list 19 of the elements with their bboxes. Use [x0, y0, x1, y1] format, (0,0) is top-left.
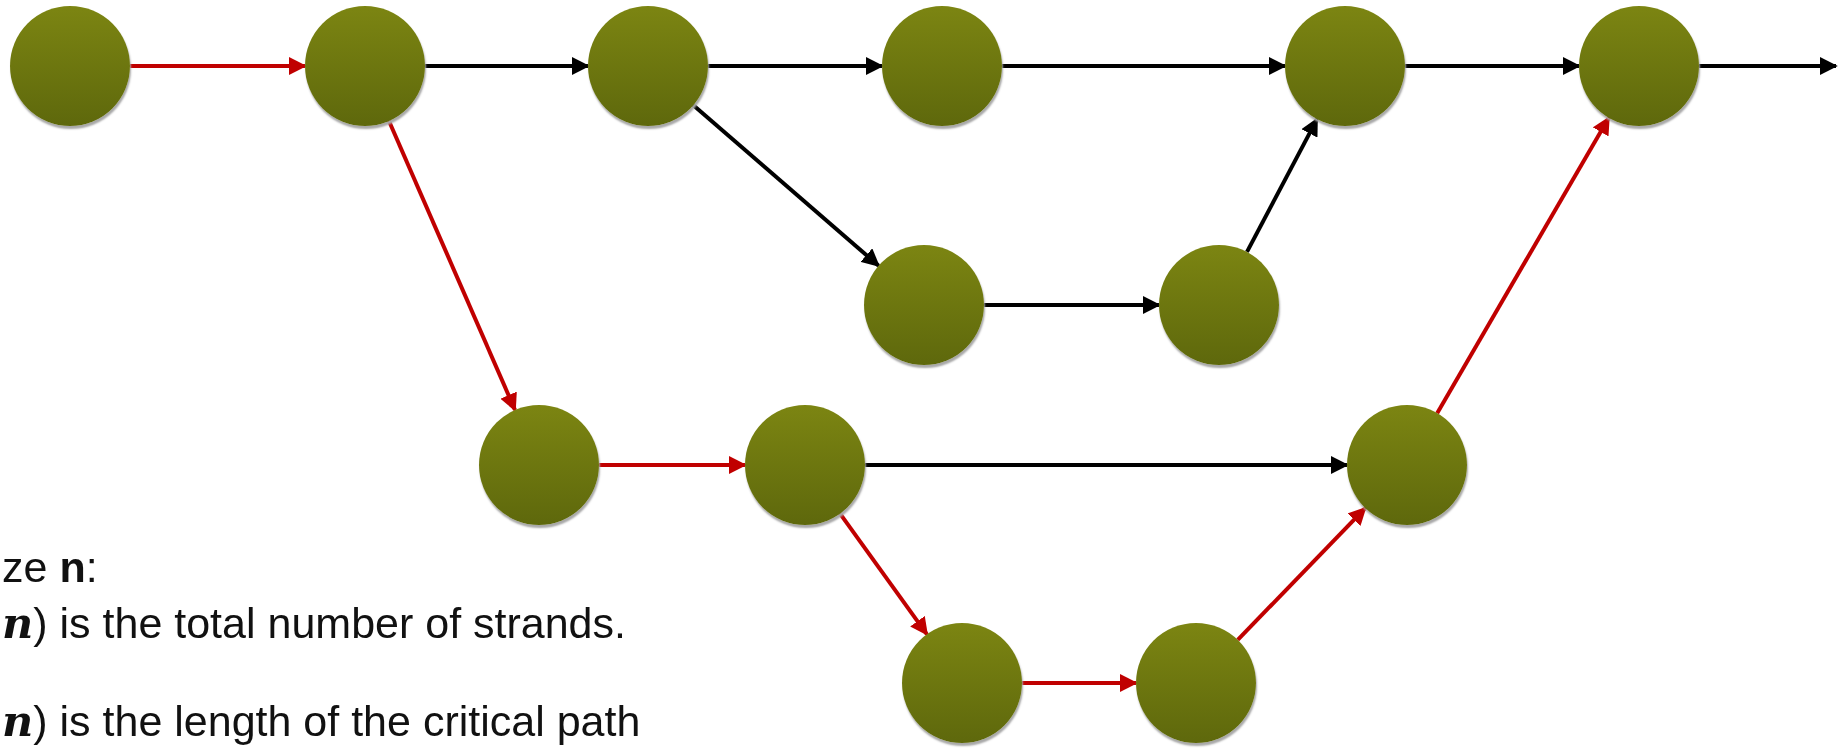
arrow [1236, 506, 1367, 642]
arrow [130, 57, 307, 75]
arrow [838, 512, 929, 636]
arrow [1022, 674, 1138, 692]
arrow [1435, 116, 1611, 415]
arrow [1002, 57, 1287, 75]
arrow [984, 296, 1161, 314]
arrow [865, 456, 1349, 474]
arrow [387, 120, 517, 412]
arrow [1245, 117, 1319, 253]
note-text: n) is the length of the critical path [2, 698, 641, 746]
arrow [1405, 57, 1581, 75]
arrow [692, 103, 880, 268]
arrow [708, 57, 884, 75]
arrow [599, 456, 747, 474]
note-text: ze n: [2, 544, 98, 592]
arrow [1699, 57, 1838, 75]
note-text: n) is the total number of strands. [2, 600, 626, 648]
arrow [425, 57, 590, 75]
